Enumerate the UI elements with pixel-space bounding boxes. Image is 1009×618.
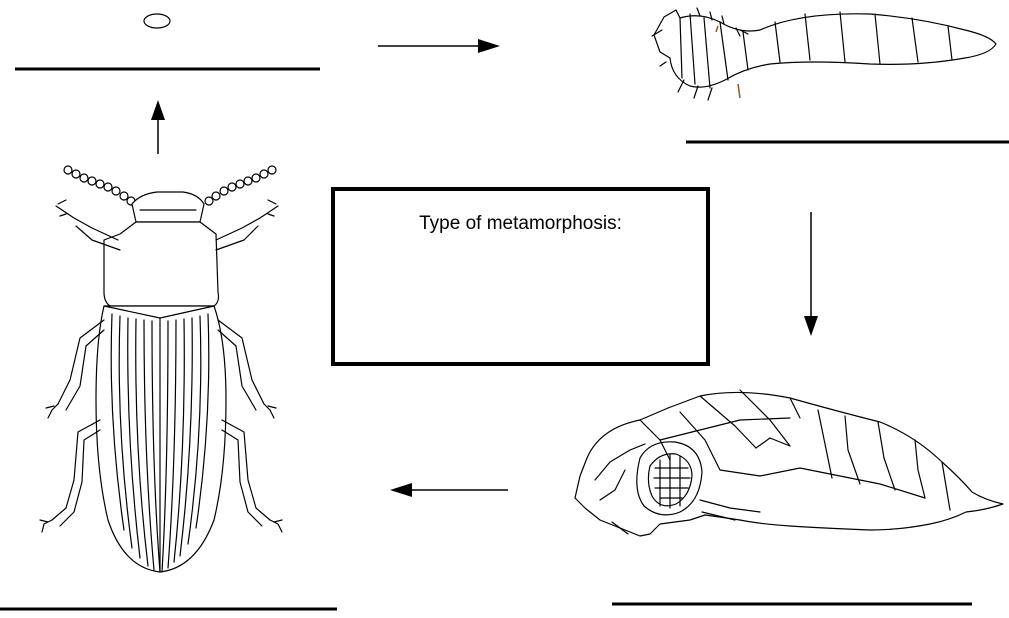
arrow-right — [378, 39, 500, 53]
metamorphosis-answer-box[interactable]: Type of metamorphosis: — [331, 187, 710, 366]
larva-drawing — [652, 8, 996, 100]
pupa-drawing — [575, 390, 1003, 536]
arrow-left — [390, 483, 508, 497]
arrow-up — [151, 100, 165, 154]
box-label: Type of metamorphosis: — [335, 213, 706, 235]
arrow-down — [804, 212, 818, 336]
adult-beetle-drawing — [40, 166, 282, 572]
egg-drawing — [144, 14, 170, 28]
